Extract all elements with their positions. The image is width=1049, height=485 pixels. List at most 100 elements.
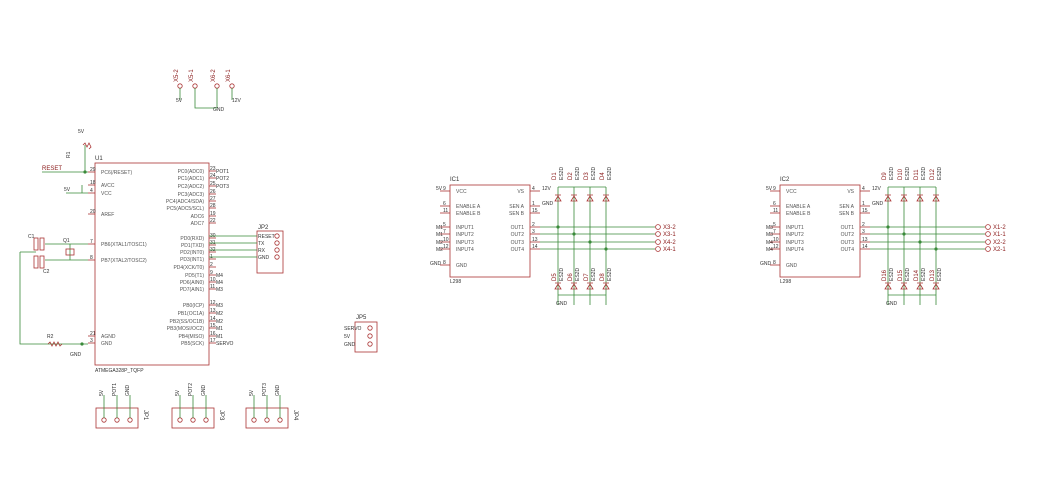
mcu-right-pin-label: PD6(AIN0)	[180, 280, 205, 286]
pot-header-pin	[101, 417, 107, 423]
mcu-left-pin-number: 8	[90, 255, 93, 261]
pot-header-pin	[264, 417, 270, 423]
mcu-left-pin-number: 3	[90, 338, 93, 344]
mcu-left-pin-number: 20	[90, 209, 96, 215]
svg-text:X6-2: X6-2	[211, 69, 217, 82]
pot-header-pin	[203, 417, 209, 423]
diode-bottom-type: ES2D	[905, 268, 911, 281]
output-connector	[655, 224, 661, 230]
output-connector	[655, 231, 661, 237]
driver-right-pin-number: 4	[862, 186, 865, 192]
diode-top	[884, 194, 892, 202]
driver-right-pin-label: SEN B	[509, 211, 525, 217]
driver-right-pin-label: OUT3	[841, 240, 855, 246]
junction-dot	[886, 225, 890, 229]
mcu-right-pin-net: M2	[216, 319, 223, 325]
diode-top	[570, 194, 578, 202]
diode-top-type: ES2D	[921, 167, 927, 180]
reset-net-label: RESET	[42, 166, 62, 172]
mcu-left-pin-label: AGND	[101, 334, 116, 340]
driver-right-pin-number: 3	[532, 229, 535, 235]
diode-top-type: ES2D	[889, 167, 895, 180]
diode-top-label: D12	[930, 168, 936, 180]
connector-x5-1: X5-1	[189, 69, 198, 89]
driver-gnd-label: GND	[760, 261, 772, 267]
driver-left-pin-number: 5	[773, 222, 776, 228]
mcu-support-circuit: RESET R1 5V 5V C1 C2 Q1 R2 GND	[19, 129, 92, 358]
driver-left-pin-number: 12	[443, 244, 449, 250]
diode-bottom	[916, 282, 924, 290]
driver-input-net: M4	[766, 240, 773, 246]
pot-header-pin	[251, 417, 257, 423]
mcu-part: ATMEGA328P_TQFP	[95, 368, 144, 374]
diode-top-label: D1	[552, 172, 558, 180]
mcu-right-pin-label: PC5(ADC5/SCL)	[166, 206, 204, 212]
driver-left-pin-number: 6	[773, 201, 776, 207]
diode-bottom-type: ES2D	[937, 268, 943, 281]
mcu-right-pin-label: PC1(ADC1)	[178, 176, 205, 182]
diode-bottom	[900, 282, 908, 290]
driver-right-pin-number: 3	[862, 229, 865, 235]
driver-right-pin-label: VS	[847, 189, 854, 195]
driver-input-net: M3	[766, 225, 773, 231]
mcu-right-pin-label: PB4(MISO)	[178, 334, 204, 340]
mcu-right-pin-label: PC0(ADC0)	[178, 169, 205, 175]
jp2-pin-label: TX	[258, 241, 265, 247]
output-connector-label: X4-1	[663, 247, 676, 253]
mcu-right-pin-net: M2	[216, 311, 223, 317]
mcu-left-pin-label: PB7(XTAL2/TOSC2)	[101, 258, 147, 264]
jp2-pin	[274, 247, 280, 253]
diode-top-label: D4	[600, 172, 606, 180]
mcu-right-pin-label: PD5(T1)	[185, 273, 204, 279]
driver-right-pin-label: SEN B	[839, 211, 855, 217]
mcu-right-pin-number: 16	[210, 331, 216, 337]
jp2-pin-label: GND	[258, 255, 270, 261]
driver-left-pin-label: INPUT2	[456, 232, 474, 238]
mcu-right-pin-number: 25	[210, 181, 216, 187]
diode-bottom-label: D16	[882, 269, 888, 281]
driver-left-pin-number: 12	[773, 244, 779, 250]
driver-left-pin-label: GND	[786, 263, 798, 269]
output-connector	[985, 246, 991, 252]
driver-left-pin-number: 8	[773, 260, 776, 266]
jp5-name: JP5	[356, 315, 367, 321]
driver-12v-label: 12V	[542, 186, 552, 192]
driver-input-net: M2	[436, 240, 443, 246]
diode-top-type: ES2D	[575, 167, 581, 180]
mcu-right-pin-label: PD7(AIN1)	[180, 287, 205, 293]
pot-header-pin	[177, 417, 183, 423]
diode-top-type: ES2D	[905, 167, 911, 180]
pot-header-pin	[114, 417, 120, 423]
driver-left-pin-number: 9	[773, 186, 776, 192]
driver-left-pin-number: 10	[443, 237, 449, 243]
mcu-right-pin-label: PD3(INT1)	[180, 257, 204, 263]
mcu-name: U1	[95, 156, 103, 162]
svg-text:X5-1: X5-1	[189, 69, 195, 82]
vcc-5v-label: 5V	[64, 187, 71, 193]
r2-label: R2	[47, 334, 54, 340]
mcu-right-pin-number: 13	[210, 308, 216, 314]
diode-bottom-label: D6	[568, 273, 574, 281]
driver-12v-label: 12V	[872, 186, 882, 192]
driver-right-pin-number: 2	[532, 222, 535, 228]
mcu-left-pin-label: PB6(XTAL1/TOSC1)	[101, 242, 147, 248]
mcu-right-pin-number: 2	[210, 262, 213, 268]
mcu-left-pin-label: GND	[101, 341, 113, 347]
jp5-pin	[367, 341, 373, 347]
mcu-right-pin-number: 12	[210, 300, 216, 306]
mcu-right-pin-number: 10	[210, 277, 216, 283]
output-connector-label: X2-2	[993, 240, 1006, 246]
mcu-right-pin-net: POT3	[216, 184, 229, 190]
diode-bottom	[554, 282, 562, 290]
diode-bottom	[884, 282, 892, 290]
connector-x6-2: X6-2	[211, 69, 220, 89]
diode-top-label: D2	[568, 172, 574, 180]
driver-right-pin-label: SEN A	[509, 204, 524, 210]
driver-right-pin-number: 14	[532, 244, 538, 250]
mcu-right-pin-number: 19	[210, 211, 216, 217]
mcu-right-pin-label: PB2(SS/OC1B)	[170, 319, 205, 325]
mcu-right-pin-label: ADC7	[191, 221, 205, 227]
diode-bottom	[932, 282, 940, 290]
